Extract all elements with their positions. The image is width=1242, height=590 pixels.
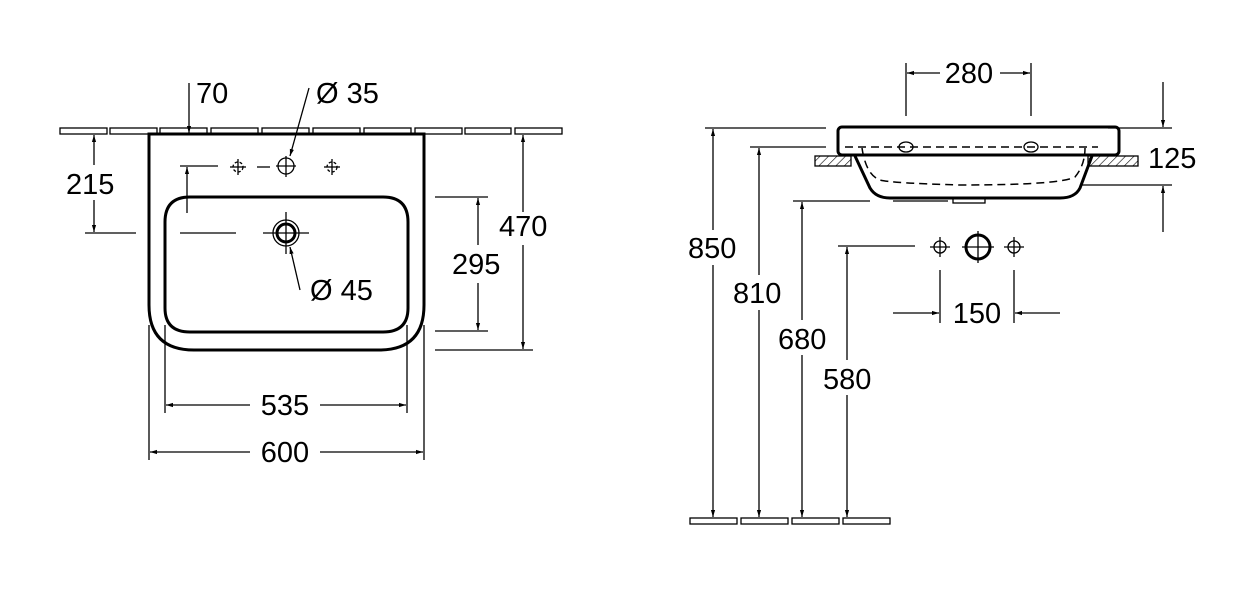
- optional-tap-hole-right-icon: [324, 159, 340, 175]
- dim-215-label: 215: [66, 169, 114, 201]
- dim-680-label: 680: [778, 324, 826, 356]
- basin-outline: [147, 132, 426, 352]
- dim-tap-hole-label: Ø 35: [316, 78, 379, 110]
- floor-tiles: [689, 517, 891, 525]
- optional-tap-hole-left-icon: [230, 159, 246, 175]
- dim-tap-hole-leader: [289, 87, 310, 157]
- basin-rim: [836, 125, 1121, 157]
- wall-tiles: [59, 127, 563, 135]
- dim-470-label: 470: [499, 211, 547, 243]
- dim-850-label: 850: [688, 233, 736, 265]
- dim-drain-label: Ø 45: [310, 275, 373, 307]
- drain-outlet: [952, 197, 986, 204]
- waste-connection-icon: [962, 231, 994, 263]
- wall-section-right: [1087, 155, 1139, 167]
- front-view: 70 Ø 35 215 470 295 Ø 45 535: [59, 78, 563, 469]
- supply-connection-left-icon: [930, 237, 950, 257]
- dim-280-label: 280: [945, 58, 993, 90]
- dim-125-label: 125: [1148, 143, 1196, 175]
- wall-section-left: [814, 155, 852, 167]
- dim-295-label: 295: [452, 249, 500, 281]
- dim-810-label: 810: [733, 278, 781, 310]
- drain-icon: [263, 212, 309, 254]
- basin-bowl-side: [853, 155, 1094, 200]
- dim-580-label: 580: [823, 364, 871, 396]
- dim-drain-leader: [289, 246, 301, 291]
- dim-150-label: 150: [953, 298, 1001, 330]
- bowl-outline: [163, 195, 410, 334]
- dim-535-label: 535: [261, 390, 309, 422]
- tap-hole-side-right-icon: [1023, 141, 1039, 153]
- dim-600-label: 600: [261, 437, 309, 469]
- supply-connection-right-icon: [1004, 237, 1024, 257]
- tap-hole-side-left-icon: [898, 141, 914, 153]
- dim-70-label: 70: [196, 78, 228, 110]
- side-view: 280 125 850 810 680 580: [688, 58, 1196, 525]
- tap-hole-markers: [230, 156, 340, 177]
